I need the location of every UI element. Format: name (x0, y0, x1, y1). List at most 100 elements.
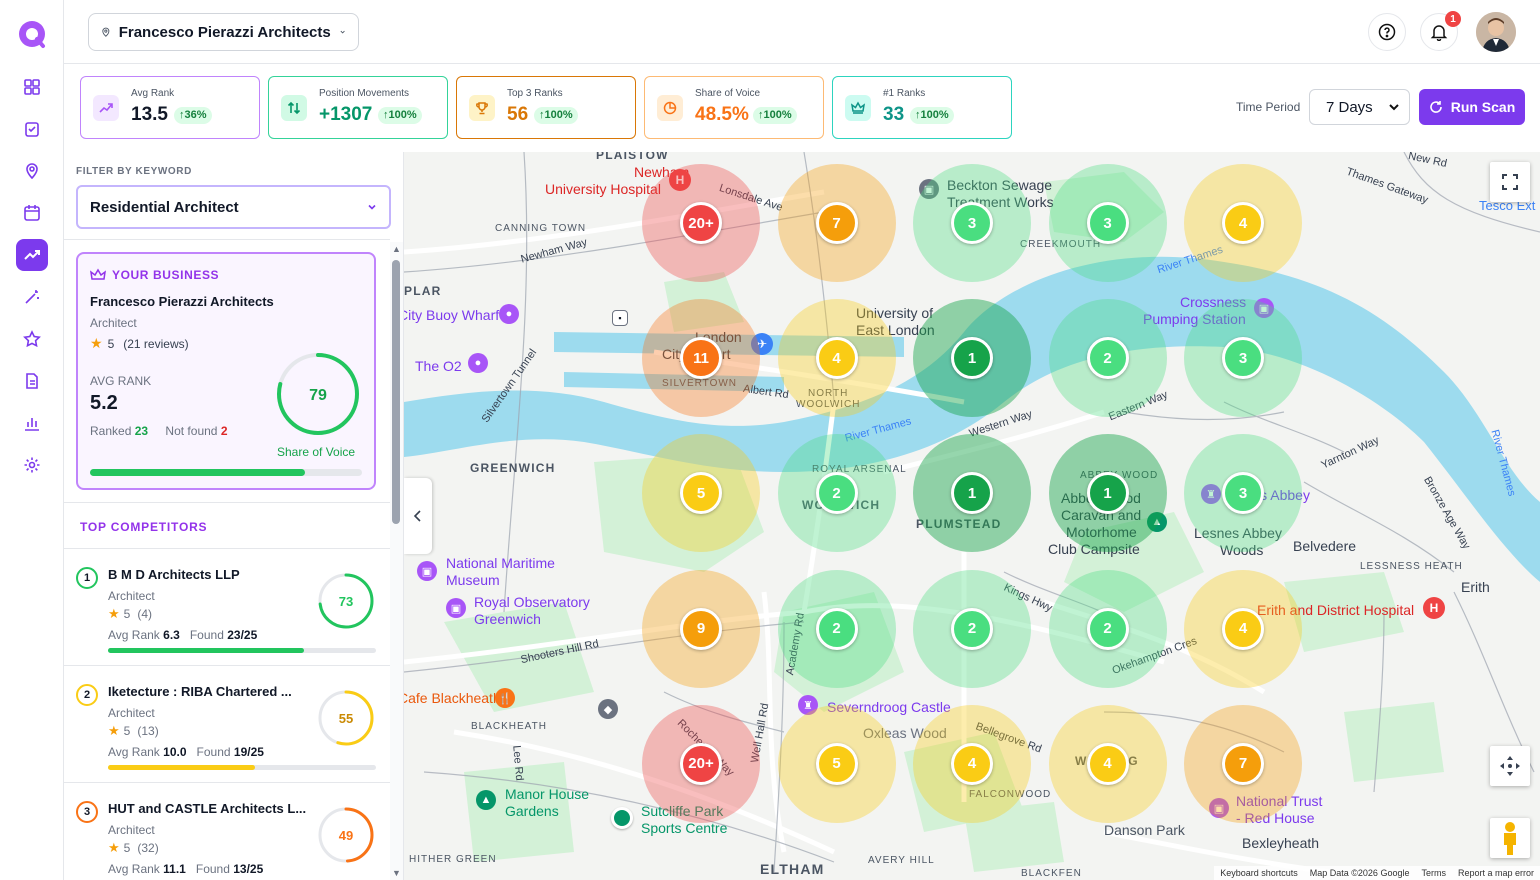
park-icon[interactable]: ▲ (476, 790, 496, 810)
airport-icon[interactable]: ✈ (751, 333, 773, 355)
document-icon[interactable] (16, 365, 48, 397)
stat-card-share-of-voice: Share of Voice 48.5% ↑100% (644, 76, 824, 139)
svg-text:49: 49 (339, 828, 353, 843)
grid-rank-pin[interactable]: 2 (951, 607, 993, 650)
time-period-label: Time Period (1236, 100, 1301, 114)
grid-rank-pin[interactable]: 9 (680, 607, 722, 650)
bar-chart-icon[interactable] (16, 407, 48, 439)
street-view-pegman[interactable] (1490, 818, 1530, 858)
fullscreen-icon (1502, 174, 1518, 190)
dashboard-icon[interactable] (16, 71, 48, 103)
chevron-down-icon (340, 30, 345, 34)
star-icon: ★ (108, 723, 120, 738)
grid-rank-pin[interactable]: 3 (1222, 472, 1264, 515)
grid-rank-pin[interactable]: 3 (951, 202, 993, 244)
notifications-button[interactable]: 1 (1420, 11, 1461, 51)
filter-label: FILTER BY KEYWORD (76, 166, 192, 177)
bell-icon (1430, 25, 1448, 41)
scrollbar-thumb[interactable] (392, 260, 400, 524)
grid-rank-pin[interactable]: 3 (1086, 202, 1129, 244)
avatar[interactable] (1476, 12, 1516, 52)
location-marker-icon[interactable] (611, 807, 633, 829)
calendar-icon[interactable] (16, 197, 48, 229)
grid-rank-pin[interactable]: 11 (680, 337, 722, 380)
attraction-icon[interactable]: ● (468, 353, 488, 373)
change-badge: ↑100% (753, 107, 797, 124)
star-icon[interactable] (16, 323, 48, 355)
grid-rank-pin[interactable]: 20+ (680, 202, 722, 244)
grid-rank-pin[interactable]: 4 (951, 742, 993, 785)
map-camera-control[interactable] (1490, 746, 1530, 786)
facility-icon[interactable]: ▣ (919, 179, 939, 199)
notification-badge: 1 (1445, 11, 1461, 27)
competitor-name: Iketecture : RIBA Chartered ... (108, 684, 292, 699)
restaurant-icon[interactable]: 🍴 (495, 688, 515, 708)
location-pin-icon[interactable] (16, 155, 48, 187)
help-icon (1378, 23, 1396, 41)
grid-rank-pin[interactable]: 2 (1086, 337, 1129, 380)
change-badge: ↑100% (534, 107, 578, 124)
museum-icon[interactable]: ▣ (1254, 298, 1274, 318)
competitor-name: HUT and CASTLE Architects L... (108, 801, 307, 816)
grid-rank-pin[interactable]: 7 (1222, 742, 1264, 785)
grid-rank-pin[interactable]: 4 (1086, 742, 1129, 785)
museum-icon[interactable]: ▣ (417, 561, 437, 581)
fullscreen-button[interactable] (1490, 162, 1530, 202)
scroll-down-arrow-icon[interactable]: ▼ (392, 868, 401, 878)
grid-rank-pin[interactable]: 2 (815, 472, 858, 515)
grid-rank-pin[interactable]: 4 (1222, 607, 1264, 650)
clipboard-check-icon[interactable] (16, 113, 48, 145)
grid-rank-pin[interactable]: 2 (815, 607, 858, 650)
museum-icon[interactable]: ▣ (446, 598, 466, 618)
grid-rank-pin[interactable]: 5 (680, 472, 722, 515)
station-icon[interactable]: ▪ (612, 310, 628, 326)
star-icon: ★ (90, 335, 103, 351)
castle-icon[interactable]: ♜ (1201, 484, 1221, 504)
museum-icon[interactable]: ▣ (1209, 798, 1229, 818)
grid-rank-pin[interactable]: 1 (1086, 472, 1129, 515)
magic-wand-icon[interactable] (16, 281, 48, 313)
app-logo-icon[interactable] (17, 19, 47, 49)
hospital-icon[interactable]: H (669, 169, 691, 191)
top-competitors-heading: TOP COMPETITORS (80, 520, 208, 534)
grid-rank-pin[interactable]: 4 (1222, 202, 1264, 244)
keyboard-shortcuts-link[interactable]: Keyboard shortcuts (1220, 868, 1298, 878)
campsite-icon[interactable]: ▲ (1147, 512, 1167, 532)
school-icon[interactable]: ◆ (598, 699, 618, 719)
stat-card-avg-rank: Avg Rank 13.5 ↑36% (80, 76, 260, 139)
terms-link[interactable]: Terms (1421, 868, 1446, 878)
run-scan-button[interactable]: Run Scan (1419, 89, 1525, 125)
grid-rank-pin[interactable]: 5 (815, 742, 858, 785)
competitor-score-ring: 49 (318, 807, 374, 863)
divider (64, 239, 390, 240)
grid-rank-pin[interactable]: 20+ (680, 742, 722, 785)
grid-rank-pin[interactable]: 3 (1222, 337, 1264, 380)
help-button[interactable] (1368, 13, 1406, 51)
collapse-panel-button[interactable] (404, 478, 432, 554)
map-data-text: Map Data ©2026 Google (1309, 868, 1410, 878)
rank-grid-map[interactable]: PLAISTOW Newham University Hospital CANN… (404, 152, 1540, 880)
rank-tracker-icon[interactable] (16, 239, 48, 271)
hospital-icon[interactable]: H (1423, 597, 1445, 619)
attraction-icon[interactable]: ● (499, 304, 519, 324)
grid-rank-pin[interactable]: 1 (951, 337, 993, 380)
keyword-filter-select[interactable]: Residential Architect (76, 185, 391, 229)
settings-gear-icon[interactable] (16, 449, 48, 481)
grid-rank-pin[interactable]: 7 (815, 202, 858, 244)
business-avg-rank: 5.2 (90, 392, 118, 414)
location-selector[interactable]: Francesco Pierazzi Architects (88, 13, 359, 51)
grid-rank-pin[interactable]: 2 (1086, 607, 1129, 650)
grid-rank-pin[interactable]: 4 (815, 337, 858, 380)
time-period-select[interactable]: 7 Days (1309, 89, 1410, 125)
report-error-link[interactable]: Report a map error (1457, 868, 1534, 878)
scroll-up-arrow-icon[interactable]: ▲ (392, 244, 401, 254)
competitor-category: Architect (108, 589, 155, 603)
grid-rank-pin[interactable]: 1 (951, 472, 993, 515)
castle-icon[interactable]: ♜ (798, 695, 818, 715)
chevron-down-icon (1389, 104, 1399, 111)
